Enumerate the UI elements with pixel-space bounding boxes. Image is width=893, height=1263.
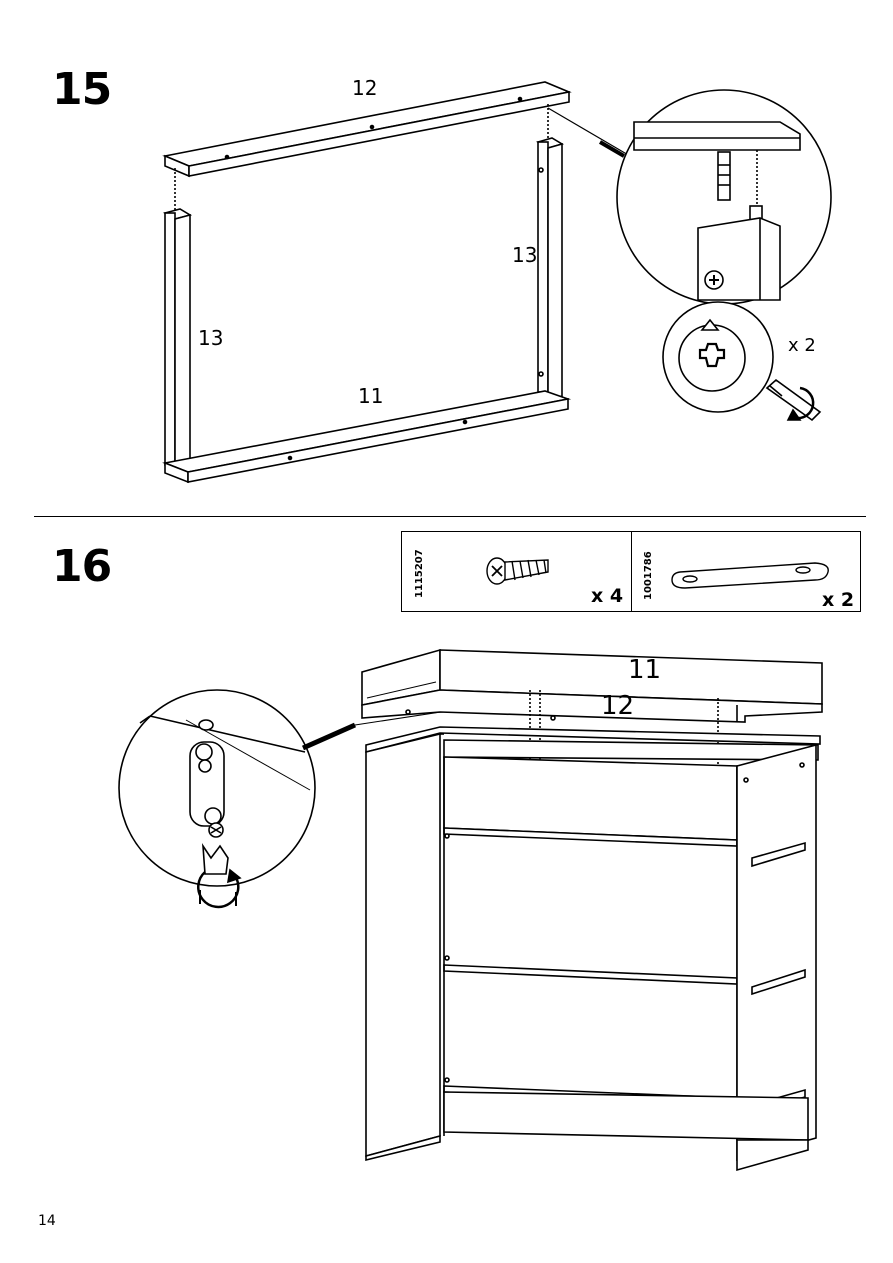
- page-number: 14: [38, 1213, 56, 1229]
- connector-detail-circle: [119, 690, 315, 907]
- cabinet-drawing: [362, 650, 822, 1170]
- connector-plate-icon: [672, 563, 828, 588]
- screw-icon: [487, 558, 548, 584]
- label-front-rail: 11: [628, 657, 661, 683]
- label-back-rail: 12: [601, 693, 634, 719]
